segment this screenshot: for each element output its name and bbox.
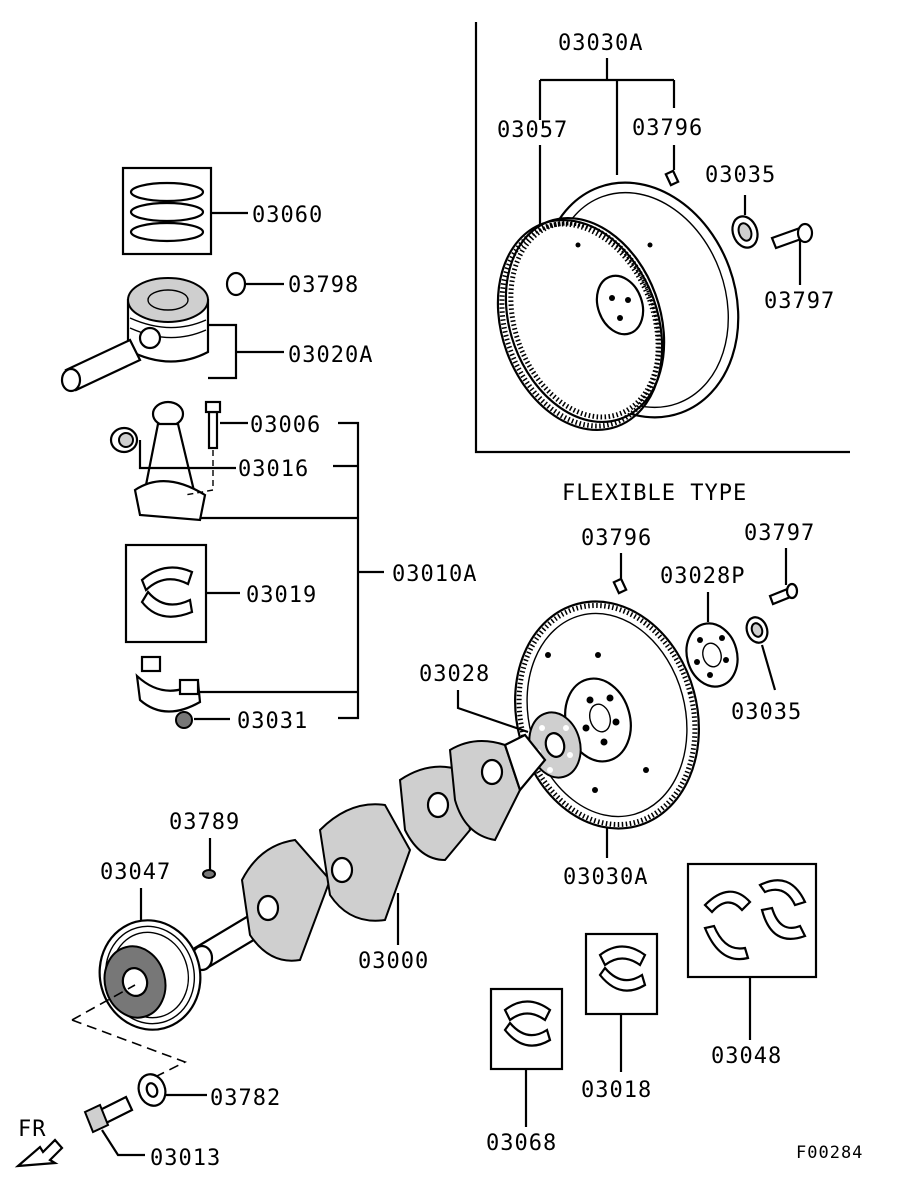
label-03028P: 03028P	[660, 564, 745, 589]
rod-bolt-03006[interactable]	[204, 400, 222, 450]
main-bearing-03018[interactable]	[584, 932, 659, 1016]
label-03796-bot: 03796	[581, 526, 652, 551]
callout-03028	[456, 690, 529, 734]
flywheel[interactable]	[479, 155, 771, 446]
figure-code: F00284	[796, 1143, 863, 1163]
woodruff-key-03789[interactable]	[202, 869, 216, 879]
thrust-washers-03048[interactable]	[686, 862, 818, 979]
callout-03035-bot	[760, 644, 777, 691]
label-03047: 03047	[100, 860, 171, 885]
pulley-axis-dash	[71, 984, 188, 1083]
label-03797-top: 03797	[764, 289, 835, 314]
connecting-rod[interactable]	[133, 400, 207, 522]
dowel-pin-03796-top[interactable]	[664, 169, 680, 187]
washer-03782[interactable]	[134, 1071, 169, 1110]
dowel-pin-03796-bot[interactable]	[612, 577, 628, 595]
ring-gear-teeth	[499, 221, 661, 429]
pulley-bolt-03013[interactable]	[83, 1095, 134, 1134]
label-03797-bot: 03797	[744, 521, 815, 546]
label-03068: 03068	[486, 1131, 557, 1156]
label-03010A: 03010A	[392, 562, 477, 587]
label-03030A-top: 03030A	[558, 31, 643, 56]
piston-pin[interactable]	[60, 338, 142, 393]
piston-rings-03060[interactable]	[121, 166, 213, 256]
label-03035-bot: 03035	[731, 700, 802, 725]
front-arrow-icon	[14, 1138, 64, 1168]
fr-label: FR	[18, 1117, 47, 1142]
callout-03013	[101, 1129, 145, 1157]
bushing-03016[interactable]	[109, 426, 139, 454]
box-03048	[686, 862, 818, 979]
label-03060: 03060	[252, 203, 323, 228]
label-03782: 03782	[210, 1086, 281, 1111]
label-03796-top: 03796	[632, 116, 703, 141]
inset-frame	[474, 22, 850, 454]
box-03060	[121, 166, 213, 256]
label-03000: 03000	[358, 949, 429, 974]
label-03057: 03057	[497, 118, 568, 143]
label-03013: 03013	[150, 1146, 221, 1171]
callout-03016	[138, 440, 236, 470]
label-03028: 03028	[419, 662, 490, 687]
label-03030A-bot: 03030A	[563, 865, 648, 890]
damper-pulley-03047[interactable]	[87, 909, 212, 1041]
callout-03010A	[198, 421, 384, 720]
bolt-dash-line	[184, 450, 214, 496]
flywheel-inset: 03030A 03057 03796 03035 03797	[470, 22, 850, 454]
rod-nut-03031[interactable]	[175, 711, 193, 729]
label-03789: 03789	[169, 810, 240, 835]
label-03020A: 03020A	[288, 343, 373, 368]
ring-gear-03057[interactable]	[470, 197, 690, 453]
label-03031: 03031	[237, 709, 308, 734]
crankshaft-03000[interactable]	[190, 733, 547, 972]
piston-03020A[interactable]	[126, 277, 210, 363]
callout-03030A-top	[538, 58, 676, 175]
snap-ring-03798[interactable]	[225, 271, 247, 297]
label-03016: 03016	[238, 457, 309, 482]
label-03018: 03018	[581, 1078, 652, 1103]
box-03019	[124, 543, 208, 644]
label-03048: 03048	[711, 1044, 782, 1069]
label-03035-top: 03035	[705, 163, 776, 188]
pilot-bearing-03035-top[interactable]	[728, 213, 761, 251]
drive-plate-bolt-03797[interactable]	[768, 582, 799, 606]
callout-03020A	[208, 323, 284, 380]
label-03019: 03019	[246, 583, 317, 608]
label-03798: 03798	[288, 273, 359, 298]
adapter-plate-03028P[interactable]	[680, 618, 745, 693]
flywheel-bolt-03797-top[interactable]	[770, 222, 814, 250]
flexible-type-heading: FLEXIBLE TYPE	[562, 481, 747, 506]
rod-cap[interactable]	[135, 655, 202, 713]
main-bearing-03068[interactable]	[489, 987, 564, 1071]
label-03006: 03006	[250, 413, 321, 438]
pilot-bearing-03035-bot[interactable]	[743, 614, 771, 645]
drive-plate-03030A[interactable]	[490, 581, 723, 850]
rod-bearing-03019[interactable]	[124, 543, 208, 644]
